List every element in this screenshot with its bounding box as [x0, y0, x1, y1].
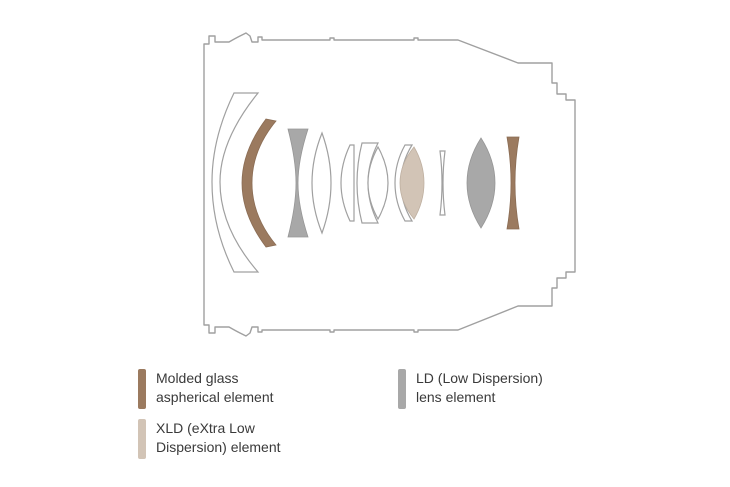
legend-label-xld: XLD (eXtra Low Dispersion) element — [156, 420, 281, 455]
legend-ld: LD (Low Dispersion) lens element — [398, 369, 543, 409]
legend-label-molded-aspherical: Molded glass aspherical element — [156, 370, 274, 405]
lens-element-9-xld — [399, 146, 425, 220]
lens-element-2-molded-aspherical — [241, 118, 277, 248]
legend-swatch-molded-aspherical — [138, 369, 146, 409]
legend-label-ld: LD (Low Dispersion) lens element — [416, 370, 543, 405]
lens-element-7 — [367, 145, 389, 221]
lens-element-4 — [311, 131, 332, 235]
legend-swatch-ld — [398, 369, 406, 409]
lens-element-1 — [211, 92, 260, 273]
lens-barrel-outline — [203, 32, 576, 337]
lens-element-3-ld — [287, 128, 309, 238]
legend-swatch-xld — [138, 419, 146, 459]
lens-element-5 — [340, 144, 355, 222]
legend-xld: XLD (eXtra Low Dispersion) element — [138, 419, 281, 459]
lens-element-12-molded-aspherical — [506, 136, 520, 230]
legend-molded-aspherical: Molded glass aspherical element — [138, 369, 274, 409]
lens-element-10 — [439, 150, 446, 216]
lens-element-11-ld — [466, 137, 496, 229]
